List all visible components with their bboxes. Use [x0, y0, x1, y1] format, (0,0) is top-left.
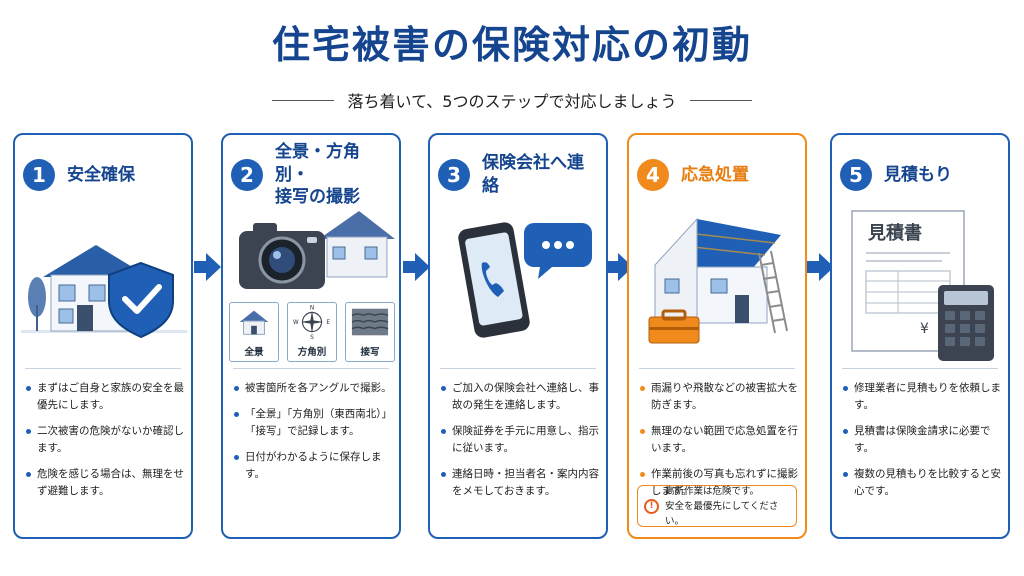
step-title: 全景・方角別・ 接写の撮影 — [275, 141, 393, 210]
step-card-3: 3 保険会社へ連絡 ご加入の保険会社へ連絡し、事故の発生を連絡します。 保険証券… — [428, 133, 608, 539]
step-card-2: 2 全景・方角別・ 接写の撮影 全景 N E S — [221, 133, 401, 539]
compass-icon: N E S W — [293, 306, 330, 341]
step-title-line: 全景・方角別・ — [275, 141, 360, 185]
page-subtitle: 落ち着いて、5つのステップで対応しましょう — [347, 92, 677, 111]
warning-line: 高所作業は危険です。 — [665, 485, 760, 497]
compass-e: E — [326, 320, 330, 326]
card-divider — [233, 368, 389, 369]
bullet-item: 保険証券を手元に用意し、指示に従います。 — [440, 423, 600, 457]
step-bullets: 雨漏りや飛散などの被害拡大を防ぎます。 無理のない範囲で応急処置を行います。 作… — [639, 380, 799, 509]
bullet-item: 修理業者に見積もりを依頼します。 — [842, 380, 1002, 414]
step-card-5: 5 見積もり 見積書 ¥ 修理業者に見積もりを依頼します。 見積書は保険金請求に… — [830, 133, 1010, 539]
subtitle-row: 落ち着いて、5つのステップで対応しましょう — [0, 88, 1024, 112]
roof-tiles-icon — [351, 308, 389, 336]
warning-text: 高所作業は危険です。 安全を最優先にしてください。 — [665, 484, 796, 529]
bullet-item: 被害箇所を各アングルで撮影。 — [233, 380, 393, 397]
bullet-item: 日付がわかるように保存します。 — [233, 449, 393, 483]
bullet-item: 複数の見積もりを比較すると安心です。 — [842, 466, 1002, 500]
arrow-right-icon — [403, 253, 430, 281]
thumb-overview: 全景 — [229, 302, 279, 362]
exclamation-icon: ! — [644, 498, 659, 514]
thumb-label: 方角別 — [297, 347, 327, 358]
estimate-calculator-icon: 見積書 ¥ — [851, 210, 994, 361]
arrow-right-icon — [606, 253, 633, 281]
card-divider — [842, 368, 998, 369]
step-header: 2 全景・方角別・ 接写の撮影 — [231, 142, 393, 207]
bullet-item: まずはご自身と家族の安全を最優先にします。 — [25, 380, 185, 414]
house-shield-icon — [21, 245, 187, 339]
bullet-item: 二次被害の危険がないか確認します。 — [25, 423, 185, 457]
step-title: 安全確保 — [67, 164, 135, 185]
step-bullets: 修理業者に見積もりを依頼します。 見積書は保険金請求に必要です。 複数の見積もり… — [842, 380, 1002, 509]
step-card-1: 1 安全確保 まずはご自身と家族の安全を最優先にします。 二次被害の危険がないか… — [13, 133, 193, 539]
step-header: 4 応急処置 — [637, 145, 799, 205]
bullet-item: 「全景」「方角別（東西南北）」「接写」で記録します。 — [233, 406, 393, 440]
step-number: 2 — [231, 159, 263, 191]
yen-mark: ¥ — [920, 321, 929, 337]
step-header: 3 保険会社へ連絡 — [438, 145, 600, 205]
step-header: 5 見積もり — [840, 145, 1002, 205]
bullet-item: ご加入の保険会社へ連絡し、事故の発生を連絡します。 — [440, 380, 600, 414]
compass-n: N — [310, 306, 314, 312]
bullet-item: 見積書は保険金請求に必要です。 — [842, 423, 1002, 457]
step-title: 見積もり — [884, 164, 952, 185]
step-bullets: ご加入の保険会社へ連絡し、事故の発生を連絡します。 保険証券を手元に用意し、指示… — [440, 380, 600, 509]
thumb-label: 全景 — [244, 347, 264, 358]
step-number: 1 — [23, 159, 55, 191]
bullet-item: 雨漏りや飛散などの被害拡大を防ぎます。 — [639, 380, 799, 414]
thumb-closeup: 接写 — [345, 302, 395, 362]
step-title: 保険会社へ連絡 — [482, 153, 584, 196]
card-divider — [440, 368, 596, 369]
compass-w: W — [293, 320, 299, 326]
card-divider — [639, 368, 795, 369]
warning-line: 安全を最優先にしてください。 — [665, 500, 779, 527]
bullet-item: 危険を感じる場合は、無理をせず避難します。 — [25, 466, 185, 500]
thumb-direction: N E S W 方角別 — [287, 302, 337, 362]
arrow-right-icon — [194, 253, 221, 281]
step-number: 3 — [438, 159, 470, 191]
arrow-right-icon — [807, 253, 834, 281]
step-card-4: 4 応急処置 雨漏りや飛散などの被害拡大を防ぎます。 無理のない範囲で応急処置を… — [627, 133, 807, 539]
bullet-item: 無理のない範囲で応急処置を行います。 — [639, 423, 799, 457]
house-thumb-icon — [239, 310, 269, 335]
phone-call-icon — [458, 222, 592, 338]
step-title: 応急処置 — [681, 164, 749, 185]
subtitle-divider-right — [690, 99, 753, 101]
compass-s: S — [310, 335, 314, 341]
bullet-item: 連絡日時・担当者名・案内内容をメモしておきます。 — [440, 466, 600, 500]
step-number: 5 — [840, 159, 872, 191]
thumb-label: 接写 — [360, 347, 380, 358]
step-title-line: 接写の撮影 — [275, 187, 360, 208]
step-number: 4 — [637, 159, 669, 191]
bullet-item: 作業前後の写真も忘れずに撮影します。 — [639, 466, 799, 500]
step-header: 1 安全確保 — [23, 145, 185, 205]
step-bullets: まずはご自身と家族の安全を最優先にします。 二次被害の危険がないか確認します。 … — [25, 380, 185, 509]
document-title: 見積書 — [867, 222, 922, 244]
house-tarp-toolbox-icon — [648, 217, 788, 344]
camera-house-icon — [239, 211, 395, 289]
page-title: 住宅被害の保険対応の初動 — [271, 23, 752, 67]
card-divider — [25, 368, 181, 369]
step-bullets: 被害箇所を各アングルで撮影。 「全景」「方角別（東西南北）」「接写」で記録します… — [233, 380, 393, 492]
subtitle-divider-left — [271, 99, 334, 101]
warning-box: ! 高所作業は危険です。 安全を最優先にしてください。 — [637, 485, 797, 527]
